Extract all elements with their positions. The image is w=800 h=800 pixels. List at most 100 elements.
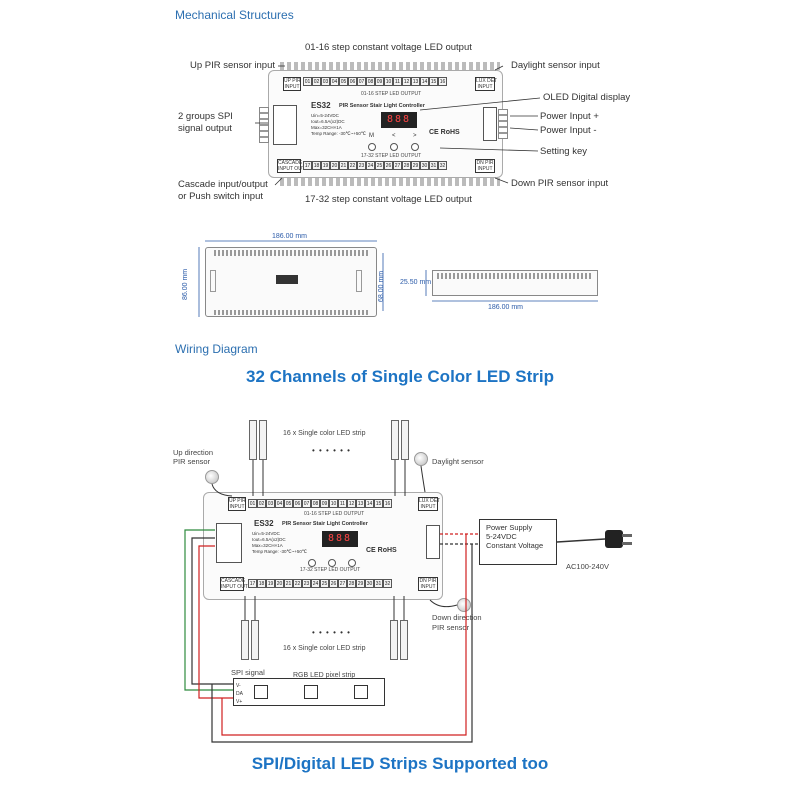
wiring-top-ch-terminal-14: 14 bbox=[365, 499, 374, 508]
wiring-button-left[interactable] bbox=[328, 559, 336, 567]
top-ch-terminal-12: 12 bbox=[402, 77, 411, 86]
daylight-sensor-label: Daylight sensor bbox=[432, 457, 484, 466]
bottom-ch-terminal-27: 27 bbox=[393, 161, 402, 170]
wiring-top-ch-terminal-12: 12 bbox=[347, 499, 356, 508]
dim-depth: 25.50 mm bbox=[400, 279, 432, 286]
wiring-top-ch-terminal-08: 08 bbox=[311, 499, 320, 508]
wiring-bottom-ch-terminal-29: 29 bbox=[356, 579, 365, 588]
bottom-ch-terminal-26: 26 bbox=[384, 161, 393, 170]
down-pir-sensor-icon bbox=[457, 598, 471, 612]
wiring-button-right[interactable] bbox=[348, 559, 356, 567]
led-strip-top-2b bbox=[401, 420, 409, 460]
wiring-bottom-ch-terminal-27: 27 bbox=[338, 579, 347, 588]
top-ch-terminal-04: 04 bbox=[330, 77, 339, 86]
wiring-bottom-ch-terminal-24: 24 bbox=[311, 579, 320, 588]
wiring-bottom-ch-terminal-28: 28 bbox=[347, 579, 356, 588]
bottom-strip-dots: • • • • • • bbox=[312, 628, 351, 637]
cascade-input-label: CASCADE INPUT OUT bbox=[277, 159, 305, 173]
psu-line2: 5-24VDC bbox=[486, 532, 517, 541]
front-top-pins bbox=[214, 250, 368, 256]
button-right[interactable] bbox=[411, 143, 419, 151]
top-ch-terminal-01: 01 bbox=[303, 77, 312, 86]
bottom-terminal-pins bbox=[280, 178, 500, 186]
top-output-bar-label: 01-16 STEP LED OUTPUT bbox=[361, 91, 422, 97]
plug-prong-1 bbox=[622, 534, 632, 537]
top-ch-terminal-14: 14 bbox=[420, 77, 429, 86]
callout-oled: OLED Digital display bbox=[543, 92, 631, 103]
power-terminal-block bbox=[483, 107, 497, 141]
wiring-top-ch-terminal-13: 13 bbox=[356, 499, 365, 508]
button-m-label: M bbox=[369, 133, 374, 139]
model-label: ES32 bbox=[311, 101, 331, 110]
button-m[interactable] bbox=[368, 143, 376, 151]
led-strip-top-1a bbox=[249, 420, 257, 460]
wiring-top-ch-terminal-10: 10 bbox=[329, 499, 338, 508]
rgb-pixel-chip-1 bbox=[254, 685, 268, 699]
wiring-power-block bbox=[426, 525, 440, 559]
callout-power-minus: Power Input - bbox=[540, 125, 597, 136]
spi-terminal-block bbox=[273, 105, 297, 145]
wiring-up-pir-label: UP PIR INPUT bbox=[228, 497, 246, 511]
bottom-ch-terminal-31: 31 bbox=[429, 161, 438, 170]
bottom-output-bar-label: 17-32 STEP LED OUTPUT bbox=[361, 153, 422, 159]
wiring-top-ch-terminal-07: 07 bbox=[302, 499, 311, 508]
wiring-top-ch-terminal-15: 15 bbox=[374, 499, 383, 508]
wiring-top-bar-label: 01-16 STEP LED OUTPUT bbox=[304, 511, 365, 517]
bottom-ch-terminal-29: 29 bbox=[411, 161, 420, 170]
front-left-block bbox=[210, 270, 216, 292]
button-right-label: > bbox=[413, 133, 417, 139]
dn-pir-input-label: DN PIR INPUT bbox=[475, 159, 495, 173]
wiring-bottom-ch-terminal-22: 22 bbox=[293, 579, 302, 588]
spi-terminal-pins bbox=[259, 107, 269, 143]
spi-pin-v-plus: V+ bbox=[236, 699, 243, 705]
top-strip-label: 16 x Single color LED strip bbox=[283, 430, 366, 437]
bottom-ch-terminal-24: 24 bbox=[366, 161, 375, 170]
wiring-top-ch-terminal-04: 04 bbox=[275, 499, 284, 508]
bottom-ch-terminal-17: 17 bbox=[303, 161, 312, 170]
spi-signal-label: SPI signal bbox=[231, 668, 265, 677]
top-ch-terminal-03: 03 bbox=[321, 77, 330, 86]
wiring-controller-name: PIR Sensor Stair Light Controller bbox=[282, 521, 368, 527]
top-ch-terminal-15: 15 bbox=[429, 77, 438, 86]
wiring-bottom-ch-terminal-20: 20 bbox=[275, 579, 284, 588]
button-left-label: < bbox=[392, 133, 396, 139]
front-display bbox=[276, 275, 298, 284]
wiring-bottom-ch-terminal-32: 32 bbox=[383, 579, 392, 588]
callout-spi: 2 groups SPI signal output bbox=[178, 111, 233, 134]
top-ch-terminal-05: 05 bbox=[339, 77, 348, 86]
button-left[interactable] bbox=[390, 143, 398, 151]
led-strip-top-2a bbox=[391, 420, 399, 460]
controller-name: PIR Sensor Stair Light Controller bbox=[339, 103, 425, 109]
up-pir-input-label: UP PIR INPUT bbox=[283, 77, 301, 91]
wiring-bottom-ch-terminal-21: 21 bbox=[284, 579, 293, 588]
top-ch-terminal-16: 16 bbox=[438, 77, 447, 86]
wiring-spi-block bbox=[216, 523, 242, 563]
wiring-top-ch-terminal-03: 03 bbox=[266, 499, 275, 508]
callout-cascade: Cascade input/output or Push switch inpu… bbox=[178, 179, 268, 202]
callout-down-pir: Down PIR sensor input bbox=[511, 178, 609, 189]
wiring-model-label: ES32 bbox=[254, 519, 274, 528]
wiring-cert: CE RoHS bbox=[366, 547, 397, 554]
top-ch-terminal-13: 13 bbox=[411, 77, 420, 86]
callout-setting-key: Setting key bbox=[540, 146, 587, 157]
wiring-oled-display: 888 bbox=[322, 531, 358, 547]
wiring-top-ch-terminal-01: 01 bbox=[248, 499, 257, 508]
main-title: 32 Channels of Single Color LED Strip bbox=[246, 367, 554, 386]
wiring-cascade-label: CASCADE INPUT OUT bbox=[220, 577, 248, 591]
ac-plug-icon bbox=[605, 530, 623, 548]
wiring-bottom-ch-terminal-23: 23 bbox=[302, 579, 311, 588]
wiring-bottom-bar-label: 17-32 STEP LED OUTPUT bbox=[300, 567, 361, 573]
daylight-sensor-icon bbox=[414, 452, 428, 466]
spec-text: Uin=5-24VDC Iout=6.5A(x2)DC Max=32CH×1A … bbox=[311, 113, 366, 136]
top-ch-terminal-11: 11 bbox=[393, 77, 402, 86]
dim-side-width: 186.00 mm bbox=[488, 304, 524, 311]
wiring-bottom-ch-terminal-19: 19 bbox=[266, 579, 275, 588]
bottom-ch-terminal-30: 30 bbox=[420, 161, 429, 170]
wiring-section-title: Wiring Diagram bbox=[175, 342, 258, 356]
ac-voltage-label: AC100-240V bbox=[566, 562, 609, 571]
wiring-top-ch-terminal-11: 11 bbox=[338, 499, 347, 508]
wiring-button-m[interactable] bbox=[308, 559, 316, 567]
